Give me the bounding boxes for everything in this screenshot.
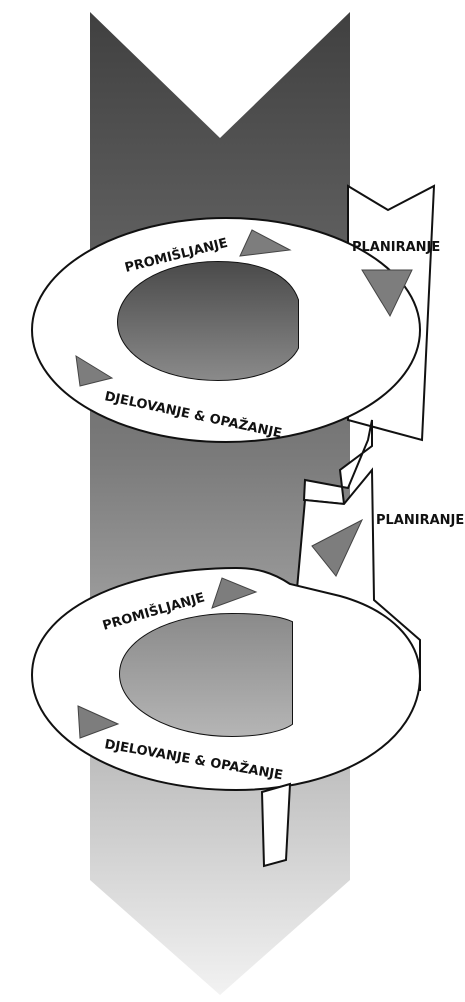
cycle-2-plan-label: PLANIRANJE [376,513,464,528]
cycle-2-reflect-triangle [211,577,258,609]
cycle-2-plan-triangle [311,518,364,577]
cycle-2-act-triangle [77,705,120,739]
cycle-1: PROMIŠLJANJE PLANIRANJE DJELOVANJE & OPA… [30,184,440,444]
cycle-2-inner-hole [120,614,292,736]
cycle-1-plan-label: PLANIRANJE [352,240,440,255]
cycle-1-reflect-triangle [239,229,292,257]
cycle-1-plan-triangle [361,269,413,318]
cycle-1-act-triangle [75,355,114,387]
cycle-2: PLANIRANJE PROMIŠLJANJE DJELOVANJE & OPA… [30,467,464,868]
cycle-1-inner-hole [118,262,298,380]
cycle-2-tail [260,782,292,868]
